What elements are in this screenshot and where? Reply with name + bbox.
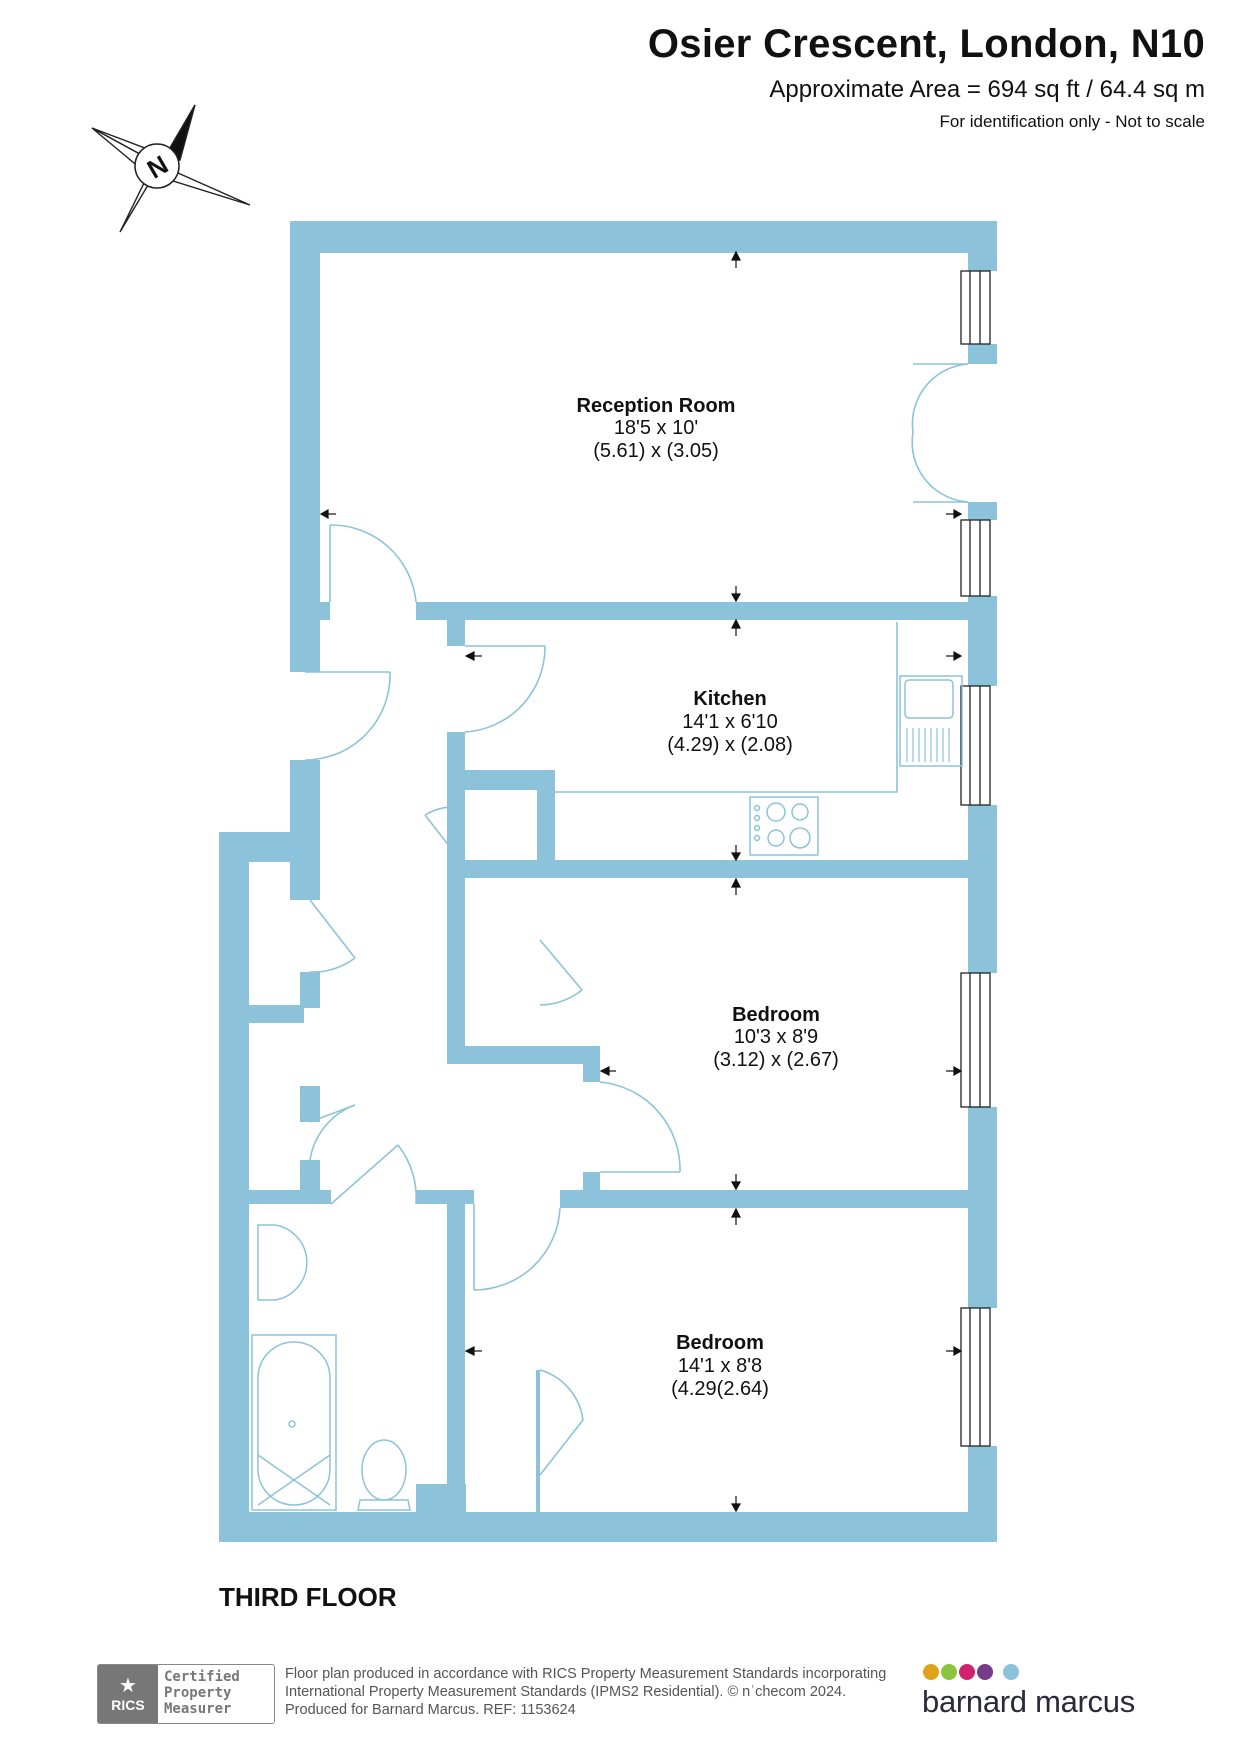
fixtures xyxy=(251,675,963,1511)
room-dimensions-metric: (4.29) x (2.08) xyxy=(667,734,793,756)
basin-icon xyxy=(257,1224,308,1301)
page-title: Osier Crescent, London, N10 xyxy=(647,22,1205,66)
room-dimensions-metric: (3.12) x (2.67) xyxy=(713,1049,839,1071)
room-name: Kitchen xyxy=(693,688,766,710)
room-bedroom-1: Bedroom 10'3 x 8'9 (3.12) x (2.67) xyxy=(713,1004,839,1071)
room-name: Bedroom xyxy=(676,1332,764,1354)
brand-dot xyxy=(977,1664,993,1680)
brand-name: barnard marcus xyxy=(922,1684,1135,1719)
brand-dot xyxy=(941,1664,957,1680)
compass-icon: N xyxy=(91,104,251,233)
brand-dots xyxy=(923,1664,1135,1680)
windows xyxy=(960,270,991,1447)
footer-line: Produced for Barnard Marcus. REF: 115362… xyxy=(285,1702,576,1718)
rics-line: Certified xyxy=(164,1669,240,1685)
room-dimensions-metric: (5.61) x (3.05) xyxy=(593,440,719,462)
rics-line: Measurer xyxy=(164,1701,232,1717)
lion-icon: ★ xyxy=(119,1675,137,1697)
rics-logo: ★ RICS xyxy=(98,1665,158,1723)
rics-line: Property xyxy=(164,1685,232,1701)
footer-line: International Property Measurement Stand… xyxy=(285,1684,847,1700)
footer-text: Floor plan produced in accordance with R… xyxy=(285,1665,886,1719)
dimension-markers xyxy=(319,250,963,1513)
toilet-icon xyxy=(357,1439,411,1511)
room-name: Reception Room xyxy=(577,395,736,417)
rics-logo-text: RICS xyxy=(111,1697,145,1713)
room-name: Bedroom xyxy=(732,1004,820,1026)
room-bedroom-2: Bedroom 14'1 x 8'8 (4.29(2.64) xyxy=(671,1332,769,1400)
floor-label: THIRD FLOOR xyxy=(219,1582,397,1612)
room-dimensions-metric: (4.29(2.64) xyxy=(671,1378,769,1400)
room-dimensions-imperial: 18'5 x 10' xyxy=(614,417,698,439)
room-kitchen: Kitchen 14'1 x 6'10 (4.29) x (2.08) xyxy=(667,688,793,756)
kitchen-sink-icon xyxy=(899,675,963,767)
room-reception: Reception Room 18'5 x 10' (5.61) x (3.05… xyxy=(577,395,736,462)
doors xyxy=(304,363,969,1476)
brand-dot xyxy=(959,1664,975,1680)
footer-line: Floor plan produced in accordance with R… xyxy=(285,1666,887,1682)
room-dimensions-imperial: 10'3 x 8'9 xyxy=(734,1026,818,1048)
room-dimensions-imperial: 14'1 x 8'8 xyxy=(678,1355,762,1377)
header: Osier Crescent, London, N10 Approximate … xyxy=(648,18,1205,136)
disclaimer-text: For identification only - Not to scale xyxy=(939,112,1205,131)
hob-icon xyxy=(749,796,819,856)
walls xyxy=(219,221,997,1542)
rics-badge-text: Certified Property Measurer xyxy=(158,1665,246,1723)
brand-dot xyxy=(1003,1664,1019,1680)
brand-dot xyxy=(923,1664,939,1680)
bath-icon xyxy=(251,1334,337,1511)
area-text: Approximate Area = 694 sq ft / 64.4 sq m xyxy=(769,76,1205,103)
rics-badge: ★ RICS Certified Property Measurer xyxy=(97,1664,275,1724)
room-dimensions-imperial: 14'1 x 6'10 xyxy=(682,711,778,733)
brand-logo: barnard marcus xyxy=(922,1664,1135,1720)
